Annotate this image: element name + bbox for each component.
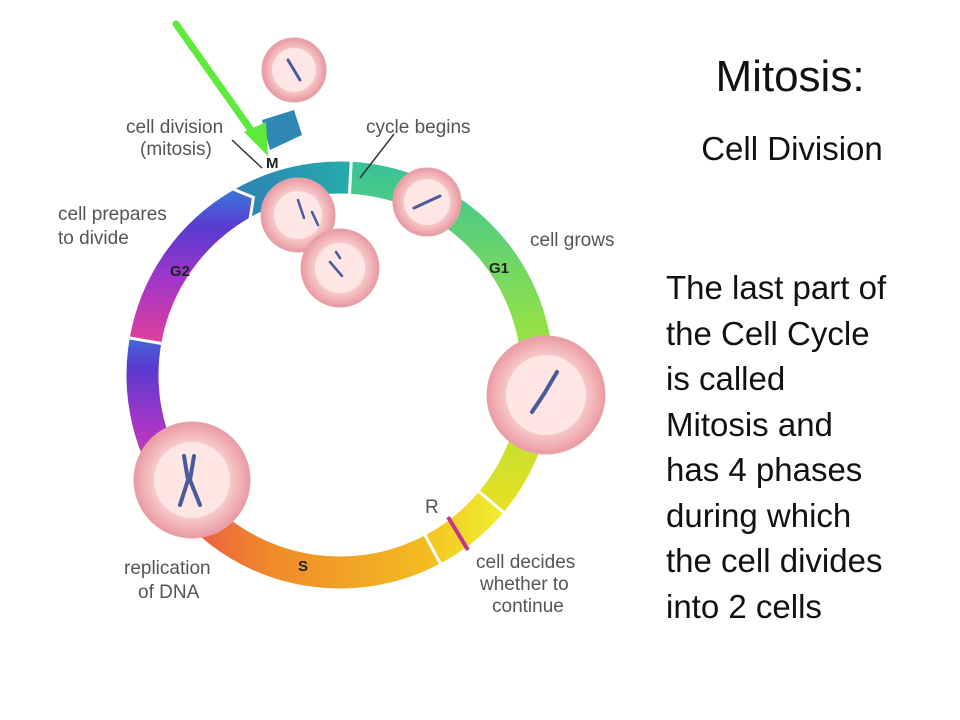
label-replication: replication of DNA: [124, 558, 216, 603]
body-line: during which: [666, 496, 852, 534]
body-line: is called: [666, 360, 786, 397]
restriction-point-marker: [446, 515, 470, 552]
mitosis-tab: [262, 110, 302, 150]
label-prepares-line2: to divide: [58, 228, 129, 249]
label-grows: cell grows: [530, 230, 614, 251]
cell-s-duplicated: [133, 421, 251, 539]
body-line: the cell divides: [666, 542, 883, 579]
body-line: Mitosis and: [666, 405, 833, 443]
label-replication-line2: of DNA: [138, 582, 200, 603]
green-arrow-icon: [172, 20, 268, 156]
leader-cell-division: [231, 139, 263, 169]
body-line: the Cell Cycle: [666, 314, 870, 352]
label-cell-division: cell division (mitosis): [126, 117, 228, 160]
label-cycle-begins: cycle begins: [366, 117, 471, 138]
label-prepares: cell prepares to divide: [58, 204, 172, 249]
label-prepares-line1: cell prepares: [58, 204, 167, 225]
phase-g1-label: G1: [489, 260, 509, 277]
phase-r-label: R: [425, 497, 439, 518]
label-decides-line3: continue: [492, 596, 564, 617]
phase-g2-label: G2: [170, 263, 190, 280]
cell-cycle-diagram: M G1 S G2 R cell division (mitosis) cycl…: [58, 20, 614, 617]
cell-top: [261, 37, 327, 103]
cell-g1-small: [392, 167, 462, 237]
slide-body: The last part of the Cell Cycle is calle…: [666, 265, 956, 629]
body-line: into 2 cells: [666, 587, 822, 625]
label-replication-line1: replication: [124, 558, 211, 579]
cell-g1-large: [486, 335, 606, 455]
slide-subtitle: Cell Division: [701, 130, 883, 167]
body-line: has 4 phases: [666, 451, 863, 488]
phase-m-label: M: [266, 155, 279, 172]
label-decides-line2: whether to: [479, 574, 569, 595]
label-decides-line1: cell decides: [476, 552, 575, 573]
slide-title: Mitosis:: [715, 52, 865, 101]
label-cell-division-line2: (mitosis): [140, 139, 212, 160]
label-decides: cell decides whether to continue: [476, 552, 581, 617]
body-line: The last part of: [666, 269, 887, 306]
cell-dividing: [260, 177, 380, 308]
label-cell-division-line1: cell division: [126, 117, 223, 138]
phase-s-label: S: [298, 558, 308, 575]
leader-cycle-begins: [359, 133, 395, 179]
phase-g2-upper-segment: [126, 187, 256, 346]
